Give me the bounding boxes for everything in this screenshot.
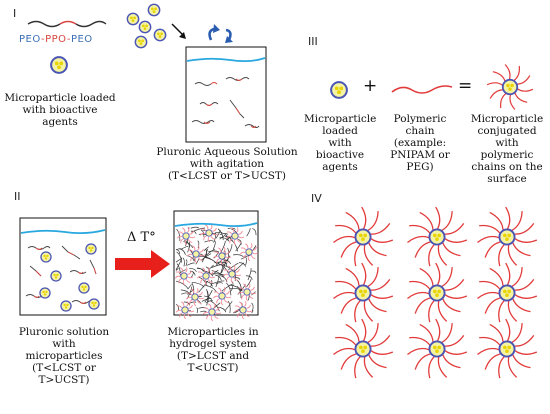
copolymer-ppo-segment bbox=[59, 20, 77, 25]
microparticle bbox=[218, 252, 226, 260]
polymeric-chain-label: Polymeric chain (example: PNIPAM or PEG) bbox=[390, 113, 450, 173]
hydrogel-star bbox=[212, 247, 232, 266]
hydrogel-star bbox=[185, 288, 205, 307]
polymer-chain-star bbox=[407, 318, 468, 379]
microparticle bbox=[205, 229, 213, 237]
hydrogel-system-label: Microparticles in hydrogel system (T>LCS… bbox=[167, 326, 259, 374]
hydrogel-star bbox=[225, 227, 245, 246]
recycle-arrows-icon bbox=[208, 24, 233, 43]
microparticle-iii bbox=[330, 81, 348, 99]
polymer-chain-star bbox=[486, 64, 534, 110]
microparticle bbox=[498, 284, 516, 302]
copolymer-peo-left-segment bbox=[27, 20, 61, 28]
falling-microparticle bbox=[153, 28, 167, 42]
microparticle bbox=[218, 292, 226, 300]
right-arrow-icon bbox=[115, 250, 170, 278]
polymer-chain-star bbox=[333, 262, 394, 323]
microparticle bbox=[428, 284, 446, 302]
pluronic-aqueous-label: Pluronic Aqueous Solution with agitation… bbox=[156, 146, 298, 182]
polymer-chain-star bbox=[407, 262, 468, 323]
microparticle bbox=[501, 78, 519, 96]
microparticle bbox=[191, 293, 199, 301]
polymer-chain-star bbox=[477, 318, 538, 379]
microparticle bbox=[180, 272, 188, 280]
microparticle bbox=[182, 232, 190, 240]
plus-sign: + bbox=[363, 76, 378, 96]
microparticle bbox=[354, 340, 372, 358]
microparticle-loaded-iii-label: Microparticle loaded with bioactive agen… bbox=[304, 113, 377, 173]
peo-label: PEO bbox=[19, 34, 41, 45]
microparticle-network bbox=[333, 206, 538, 379]
panel-label-ii: II bbox=[14, 190, 21, 203]
hydrogel-star bbox=[202, 303, 222, 322]
falling-microparticle bbox=[126, 12, 140, 26]
polymer-chain-star bbox=[333, 318, 394, 379]
conjugated-label: Microparticle conjugated with polymeric … bbox=[470, 113, 544, 185]
ppo-label: PPO bbox=[45, 34, 67, 45]
hydrogel-star bbox=[233, 301, 253, 320]
microparticle bbox=[181, 306, 189, 314]
delta-t-label: Δ T° bbox=[127, 230, 156, 245]
hydrogel-star bbox=[175, 301, 195, 320]
microparticle-i bbox=[50, 56, 68, 74]
falling-microparticle bbox=[147, 3, 161, 17]
beaker-pluronic-aqueous bbox=[185, 46, 267, 143]
polymer-chain-star bbox=[477, 206, 538, 267]
microparticle bbox=[428, 340, 446, 358]
hydrogel-star bbox=[174, 267, 194, 286]
microparticle bbox=[239, 306, 247, 314]
hydrogel-star bbox=[176, 227, 196, 246]
polymeric-chain bbox=[391, 85, 453, 94]
polymer-chain-star bbox=[477, 262, 538, 323]
beaker-hydrogel-system bbox=[173, 210, 259, 322]
copolymer-peo-right-segment bbox=[75, 20, 107, 28]
microparticle bbox=[231, 232, 239, 240]
hydrogel-star bbox=[186, 245, 206, 264]
polymer-chain-star bbox=[407, 206, 468, 267]
down-right-arrow-icon bbox=[171, 23, 186, 39]
hydrogel-star bbox=[237, 283, 257, 302]
panel-label-iv: IV bbox=[311, 192, 322, 205]
microparticle bbox=[354, 228, 372, 246]
falling-microparticle bbox=[134, 35, 148, 49]
hydrogel-star bbox=[212, 287, 232, 306]
microparticle-loaded-label: Microparticle loaded with bioactive agen… bbox=[4, 92, 116, 128]
hydrogel-star bbox=[239, 243, 259, 262]
microparticle bbox=[228, 270, 236, 278]
panel-label-i: I bbox=[13, 7, 17, 20]
falling-microparticle bbox=[138, 20, 152, 34]
copolymer-label: PEO-PPO-PEO bbox=[19, 34, 93, 45]
microparticle bbox=[498, 340, 516, 358]
peo-label: PEO bbox=[70, 34, 93, 45]
pluronic-solution-label: Pluronic solution with microparticles (T… bbox=[18, 326, 110, 386]
microparticle bbox=[192, 250, 200, 258]
microparticle bbox=[354, 284, 372, 302]
microparticle bbox=[245, 248, 253, 256]
microparticle bbox=[202, 272, 210, 280]
microparticle bbox=[428, 228, 446, 246]
hydrogel-star bbox=[196, 267, 216, 286]
microparticle bbox=[243, 288, 251, 296]
equals-sign: = bbox=[458, 76, 473, 96]
hydrogel-star bbox=[222, 265, 242, 284]
panel-label-iii: III bbox=[308, 35, 318, 48]
microparticle bbox=[208, 308, 216, 316]
microparticle bbox=[498, 228, 516, 246]
conjugated-microparticle bbox=[486, 64, 534, 110]
beaker-pluronic-solution bbox=[19, 217, 107, 316]
polymer-chain-star bbox=[333, 206, 394, 267]
